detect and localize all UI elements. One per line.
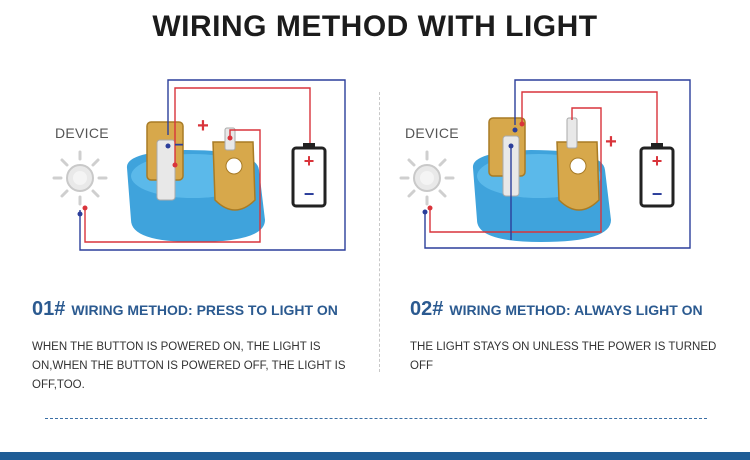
battery-minus-symbol: − bbox=[304, 184, 315, 204]
battery-plus-symbol: + bbox=[652, 151, 663, 171]
wiring-diagram-always-on: DEVICE bbox=[385, 70, 745, 270]
light-bulb-icon bbox=[399, 150, 455, 206]
light-bulb-icon bbox=[52, 150, 108, 206]
section-description: WHEN THE BUTTON IS POWERED ON, THE LIGHT… bbox=[32, 341, 346, 391]
wires bbox=[424, 79, 691, 249]
horizontal-divider bbox=[45, 418, 707, 419]
footer-bar bbox=[0, 452, 750, 460]
battery-icon bbox=[639, 143, 675, 208]
column-divider bbox=[379, 92, 380, 372]
wiring-diagram-press-to-light: DEVICE bbox=[35, 70, 395, 270]
terminal-plus-symbol: + bbox=[605, 131, 617, 153]
wires bbox=[79, 79, 346, 251]
section-heading-01: 01# WIRING METHOD: PRESS TO LIGHT ON bbox=[32, 298, 338, 321]
terminal-plus-symbol: + bbox=[197, 115, 209, 137]
terminal-minus-symbol: − bbox=[174, 137, 183, 154]
section-description: THE LIGHT STAYS ON UNLESS THE POWER IS T… bbox=[410, 341, 717, 372]
device-label: DEVICE bbox=[55, 125, 109, 141]
terminal-right bbox=[212, 127, 256, 211]
section-heading-text: WIRING METHOD: ALWAYS LIGHT ON bbox=[449, 302, 703, 318]
battery-plus-symbol: + bbox=[304, 151, 315, 171]
battery-minus-symbol: − bbox=[652, 184, 663, 204]
terminal-right bbox=[556, 117, 600, 211]
section-heading-text: WIRING METHOD: PRESS TO LIGHT ON bbox=[71, 302, 338, 318]
section-number: 02# bbox=[410, 298, 444, 320]
section-heading-02: 02# WIRING METHOD: ALWAYS LIGHT ON bbox=[410, 298, 703, 321]
device-label: DEVICE bbox=[405, 125, 459, 141]
section-number: 01# bbox=[32, 298, 66, 320]
page-title: WIRING METHOD WITH LIGHT bbox=[152, 10, 598, 43]
battery-icon bbox=[291, 143, 327, 208]
